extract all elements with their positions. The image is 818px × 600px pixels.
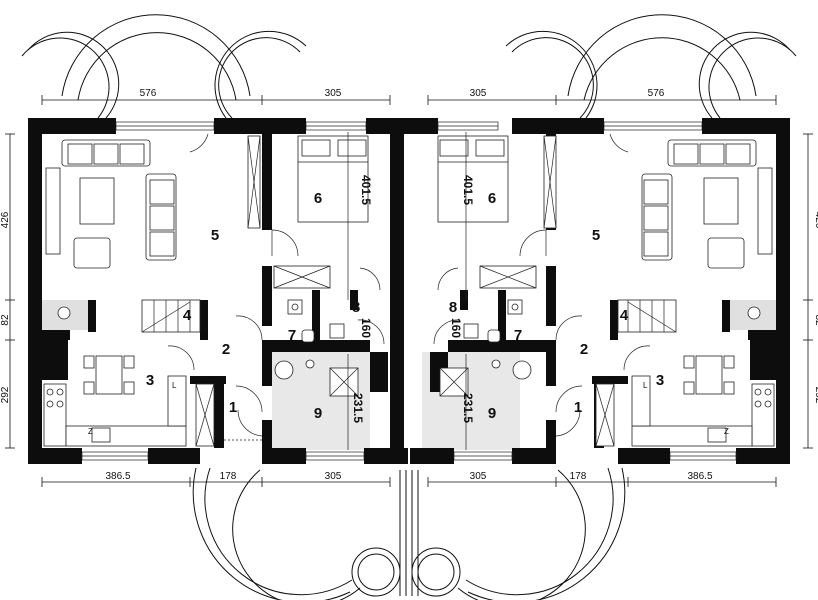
terrace-arcs <box>21 14 797 600</box>
dim-side-right-82: 82 <box>813 314 818 326</box>
room-number-7-right: 7 <box>514 327 522 344</box>
room-8-dim-left: 160 <box>359 318 373 338</box>
room-number-9-left: 9 <box>314 405 322 422</box>
dim-top-right-576: 576 <box>648 88 665 99</box>
furniture-left-unit <box>42 132 369 450</box>
walls-left-unit <box>28 118 408 464</box>
room-number-1-left: 1 <box>229 399 237 416</box>
dim-bottom-left-178: 178 <box>220 471 237 482</box>
room-number-8-right: 8 <box>449 299 457 316</box>
room-9-dim-right: 231.5 <box>461 393 475 423</box>
room-number-5-right: 5 <box>592 227 600 244</box>
room-8-dim-right: 160 <box>449 318 463 338</box>
furniture-right-unit <box>437 132 776 450</box>
room-9-dim-left: 231.5 <box>351 393 365 423</box>
room-number-7-left: 7 <box>288 327 296 344</box>
room-number-2-left: 2 <box>222 341 230 358</box>
dim-side-left-426: 426 <box>0 211 11 228</box>
fridge-mark-right: L <box>643 381 648 390</box>
room-number-3-right: 3 <box>656 372 664 389</box>
room-number-3-left: 3 <box>146 372 154 389</box>
fridge-mark-left: L <box>172 381 177 390</box>
sink-mark-left: Z <box>88 427 93 436</box>
dim-top-right-305: 305 <box>470 88 487 99</box>
dim-bottom-right-386: 386.5 <box>687 471 712 482</box>
dim-side-right-292: 292 <box>813 387 818 404</box>
dim-side-right-426: 426 <box>813 212 818 229</box>
dim-bottom-left-305: 305 <box>325 471 342 482</box>
room-number-4-left: 4 <box>183 307 192 324</box>
dim-top-left-305: 305 <box>325 88 342 99</box>
walls-right-unit <box>404 118 790 464</box>
room-number-5-left: 5 <box>211 227 219 244</box>
room-number-8-left: 8 <box>352 299 360 316</box>
room-number-2-right: 2 <box>580 341 588 358</box>
door-swings <box>167 133 651 437</box>
room-number-4-right: 4 <box>620 307 629 324</box>
dim-bottom-right-178: 178 <box>570 471 587 482</box>
room-number-1-right: 1 <box>574 399 582 416</box>
dim-top-left-576: 576 <box>140 88 157 99</box>
room-6-dim-left: 401.5 <box>359 175 373 205</box>
dim-bottom-left-386: 386.5 <box>105 471 130 482</box>
windows <box>81 121 737 461</box>
room-number-9-right: 9 <box>488 405 496 422</box>
dim-side-left-292: 292 <box>0 386 11 403</box>
room-number-6-right: 6 <box>488 190 496 207</box>
room-number-6-left: 6 <box>314 190 322 207</box>
sink-mark-right: Z <box>724 427 729 436</box>
dim-side-left-82: 82 <box>0 314 11 326</box>
dimension-lines <box>5 95 813 487</box>
dim-bottom-right-305: 305 <box>470 471 487 482</box>
room-6-dim-right: 401.5 <box>461 175 475 205</box>
